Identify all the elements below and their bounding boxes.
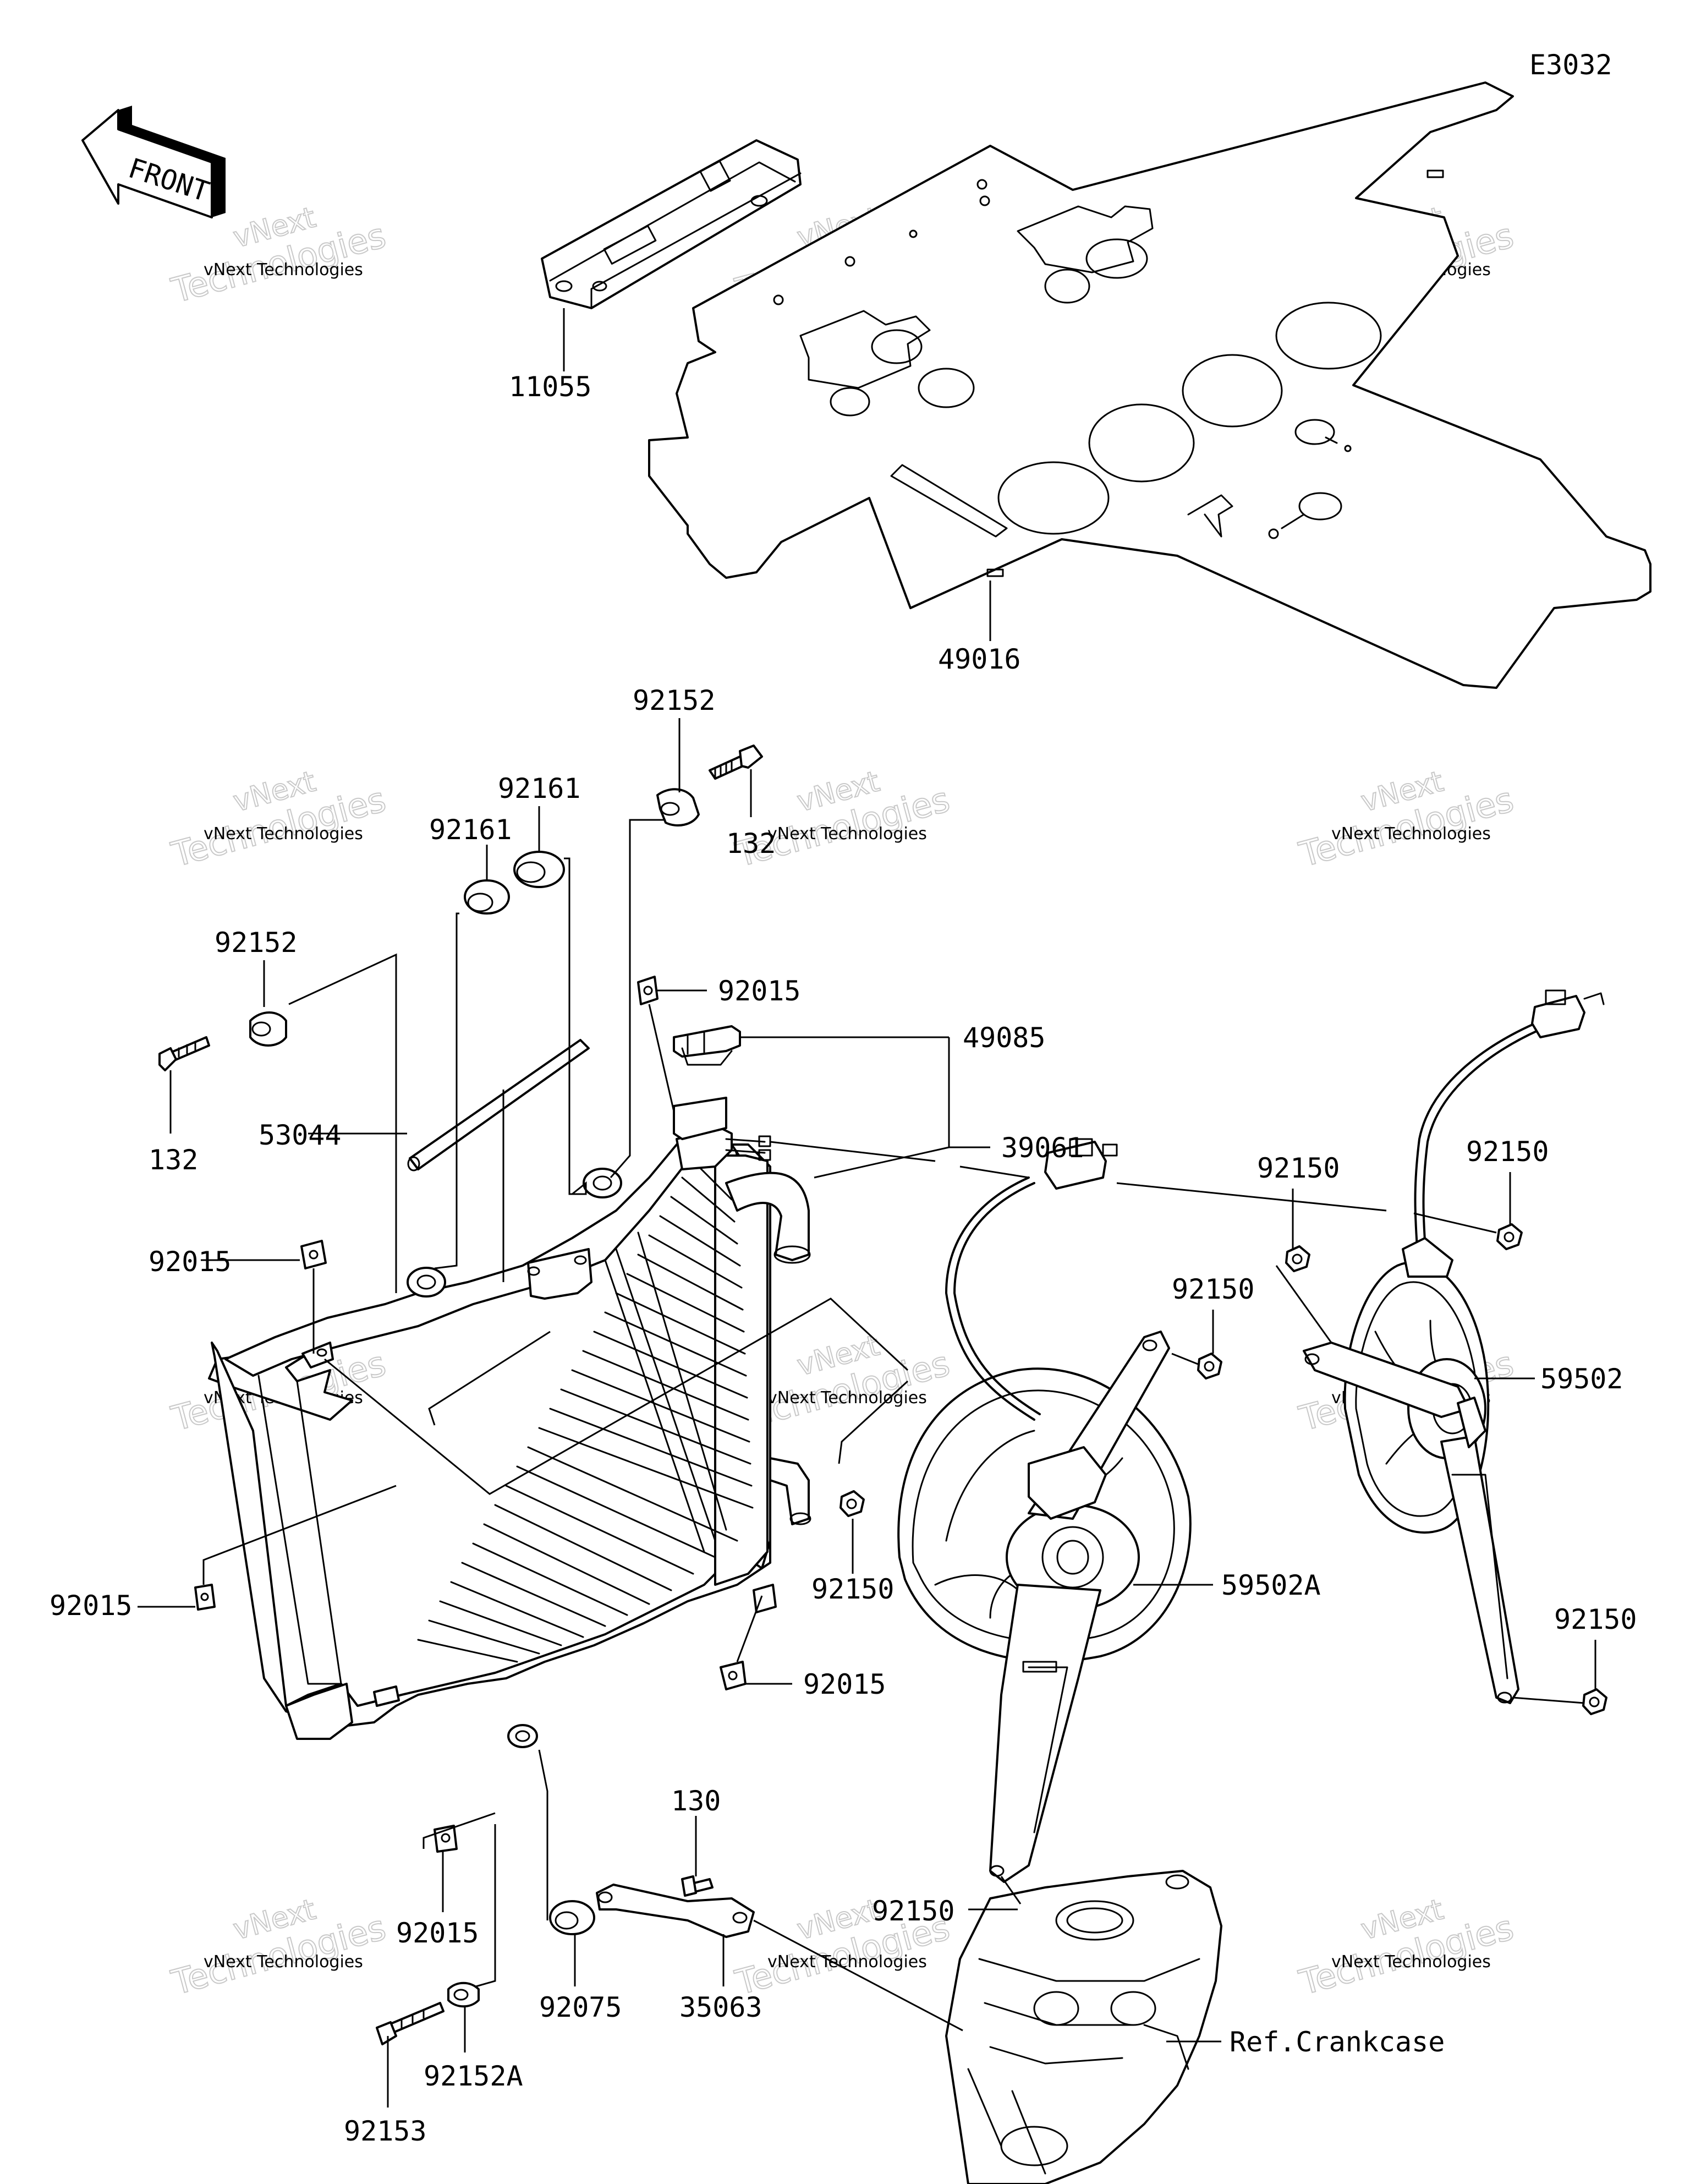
watermark-text: vNext Technologies — [767, 1952, 927, 1972]
part-label-130: 130 — [671, 1785, 721, 1817]
part-label-92015-bottom: 92015 — [396, 1917, 479, 1949]
collar-92152-top — [656, 788, 700, 826]
part-label-92153: 92153 — [344, 2115, 427, 2147]
part-label-92150-b: 92150 — [1466, 1136, 1549, 1168]
clip-92015-left — [300, 1240, 327, 1269]
plate-49016 — [648, 81, 1651, 689]
part-label-92015-left: 92015 — [149, 1246, 232, 1278]
part-label-92150-c: 92150 — [1172, 1273, 1255, 1305]
nut-92150-c — [1197, 1353, 1222, 1380]
radiator — [208, 1097, 811, 1748]
part-label-49016: 49016 — [938, 643, 1021, 675]
part-label-92152-left: 92152 — [215, 927, 298, 959]
clip-92015-bl — [194, 1584, 216, 1611]
part-label-92015-bl: 92015 — [50, 1590, 133, 1622]
part-label-53044: 53044 — [259, 1119, 342, 1151]
leader-lines — [138, 718, 1596, 2108]
part-label-92150-a: 92150 — [1257, 1152, 1340, 1184]
part-label-59502: 59502 — [1540, 1363, 1623, 1395]
part-label-35063: 35063 — [679, 1991, 762, 2023]
fan-59502A — [897, 1138, 1192, 1883]
crankcase-ref — [945, 1870, 1222, 2184]
bracket-35063 — [596, 1884, 755, 1938]
part-label-92150-d: 92150 — [811, 1573, 895, 1605]
part-label-132-left: 132 — [149, 1144, 198, 1176]
part-label-92161-left: 92161 — [429, 814, 512, 846]
part-label-59502A: 59502A — [1221, 1569, 1321, 1601]
bolt-132-top — [709, 745, 763, 780]
watermark-text: vNext Technologies — [204, 260, 363, 280]
part-labels: 92152 132 92161 92161 92152 132 53044 92… — [50, 685, 1637, 2147]
part-label-92152A: 92152A — [424, 2060, 523, 2092]
collar-92152-left — [249, 1011, 287, 1047]
cap-49085 — [673, 1025, 741, 1066]
part-label-92015-cap: 92015 — [718, 975, 801, 1007]
watermark-text: vNext Technologies — [204, 1952, 363, 1972]
bracket-11055 — [541, 139, 802, 309]
bolt-132-left — [158, 1036, 210, 1071]
part-label-92075: 92075 — [539, 1991, 622, 2023]
bolt-130 — [681, 1875, 714, 1897]
part-label-92161-right: 92161 — [498, 773, 581, 804]
nut-92150-b — [1496, 1223, 1523, 1250]
part-label-49085: 49085 — [963, 1022, 1046, 1054]
watermark-text: vNext Technologies — [767, 824, 927, 844]
bolt-92153 — [376, 2002, 445, 2045]
part-label-132-top: 132 — [726, 828, 776, 860]
part-label-11055: 11055 — [509, 371, 592, 403]
front-arrow-icon: FRONT — [81, 106, 226, 218]
watermark-text: vNext Technologies — [767, 1388, 927, 1408]
part-label-92150-e: 92150 — [1554, 1603, 1637, 1635]
nut-92150-e — [1582, 1688, 1607, 1715]
clip-92015-br — [720, 1661, 747, 1690]
watermark-text: vNext Technologies — [204, 824, 363, 844]
ref-crankcase-label: Ref.Crankcase — [1230, 2026, 1445, 2058]
part-label-39061: 39061 — [1001, 1132, 1084, 1164]
grommet-92075 — [549, 1900, 595, 1935]
radiator-core — [417, 1160, 754, 1663]
part-label-92150-f: 92150 — [872, 1895, 955, 1927]
part-label-92015-br: 92015 — [803, 1668, 886, 1700]
grommet-92161-left — [464, 879, 510, 915]
watermark-text: vNext Technologies — [1331, 824, 1491, 844]
clip-92015-cap — [637, 976, 659, 1005]
nut-92150-a — [1285, 1245, 1310, 1272]
collar-92152A — [447, 1982, 480, 2008]
fan-59502 — [1303, 989, 1605, 1704]
pipe-53044 — [407, 1039, 590, 1172]
nut-92150-d — [839, 1490, 865, 1517]
diagram-code: E3032 — [1529, 49, 1612, 81]
part-label-92152-top: 92152 — [633, 685, 716, 716]
grommet-92161-right — [513, 851, 565, 888]
watermark-text: vNext Technologies — [1331, 1952, 1491, 1972]
